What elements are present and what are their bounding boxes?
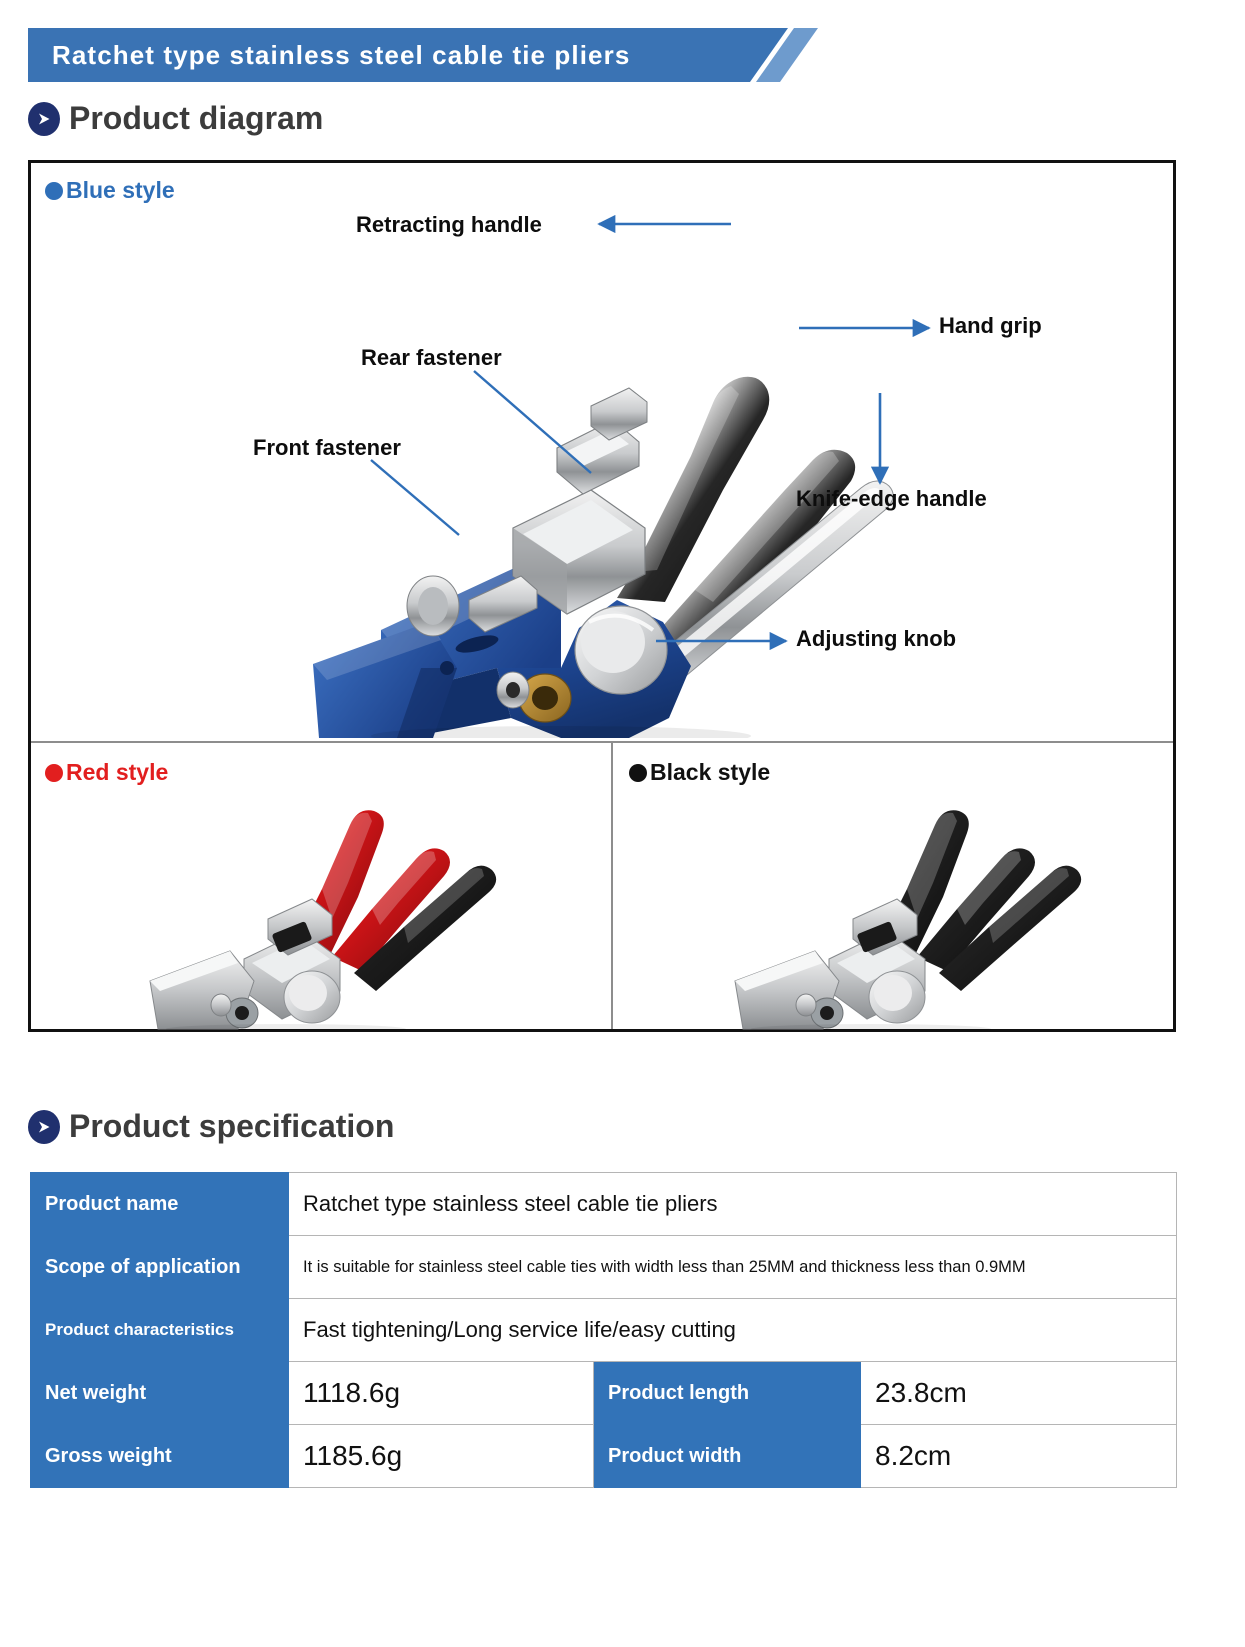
panel-divider-horizontal [31,741,1173,743]
spec-key-product-width: Product width [593,1424,861,1488]
panel-label-text: Black style [650,759,771,785]
table-row: Product name Ratchet type stainless stee… [30,1172,1178,1236]
spec-key-gross-weight: Gross weight [30,1424,289,1488]
bullet-dot-icon [629,763,647,782]
callout-hand-grip: Hand grip [939,313,1042,338]
spec-key-net-weight: Net weight [30,1361,289,1425]
product-photo-blue-style [313,376,894,738]
spec-value-net-weight: 1118.6g [288,1361,594,1425]
product-diagram-box: Blue style Red style Black style [28,160,1176,1032]
bullet-dot-icon [45,763,63,782]
spec-value-product-characteristics: Fast tightening/Long service life/easy c… [287,1298,1178,1362]
spec-value-product-width: 8.2cm [859,1424,1178,1488]
panel-label-text: Red style [66,759,169,785]
spec-key-product-characteristics: Product characteristics [30,1298,289,1362]
spec-value-gross-weight: 1185.6g [288,1424,594,1488]
product-photo-red-style [149,810,497,1031]
callout-front-fastener: Front fastener [253,435,401,460]
arrow-badge-icon [28,1109,60,1144]
section-heading-label: Product specification [69,1108,395,1144]
section-heading-product-specification: Product specification [28,1108,394,1145]
banner-background [28,28,788,82]
callout-retracting-handle: Retracting handle [356,212,542,237]
callout-knife-edge-handle: Knife-edge handle [796,486,987,511]
panel-label-black-style: Black style [629,759,770,786]
panel-label-blue-style: Blue style [45,177,175,204]
section-heading-product-diagram: Product diagram [28,100,323,137]
bullet-dot-icon [45,181,63,200]
table-row: Product characteristics Fast tightening/… [30,1298,1178,1362]
spec-key-scope-of-application: Scope of application [30,1235,289,1299]
spec-key-product-name: Product name [30,1172,289,1236]
page-title: Ratchet type stainless steel cable tie p… [52,40,631,70]
spec-value-product-length: 23.8cm [859,1361,1178,1425]
panel-label-text: Blue style [66,177,175,203]
table-row: Gross weight 1185.6g Product width 8.2cm [30,1424,1178,1488]
table-row: Net weight 1118.6g Product length 23.8cm [30,1361,1178,1425]
section-heading-label: Product diagram [69,100,324,136]
product-photo-black-style [734,810,1082,1031]
page-title-banner: Ratchet type stainless steel cable tie p… [28,28,818,82]
spec-value-scope-of-application: It is suitable for stainless steel cable… [287,1235,1178,1299]
panel-divider-vertical [611,741,613,1029]
arrow-badge-icon [28,101,60,136]
callout-rear-fastener: Rear fastener [361,345,502,370]
spec-key-product-length: Product length [593,1361,861,1425]
callout-adjusting-knob: Adjusting knob [796,626,957,651]
spec-value-product-name: Ratchet type stainless steel cable tie p… [287,1172,1178,1236]
product-specification-table: Product name Ratchet type stainless stee… [30,1172,1178,1488]
panel-label-red-style: Red style [45,759,168,786]
table-row: Scope of application It is suitable for … [30,1235,1178,1299]
